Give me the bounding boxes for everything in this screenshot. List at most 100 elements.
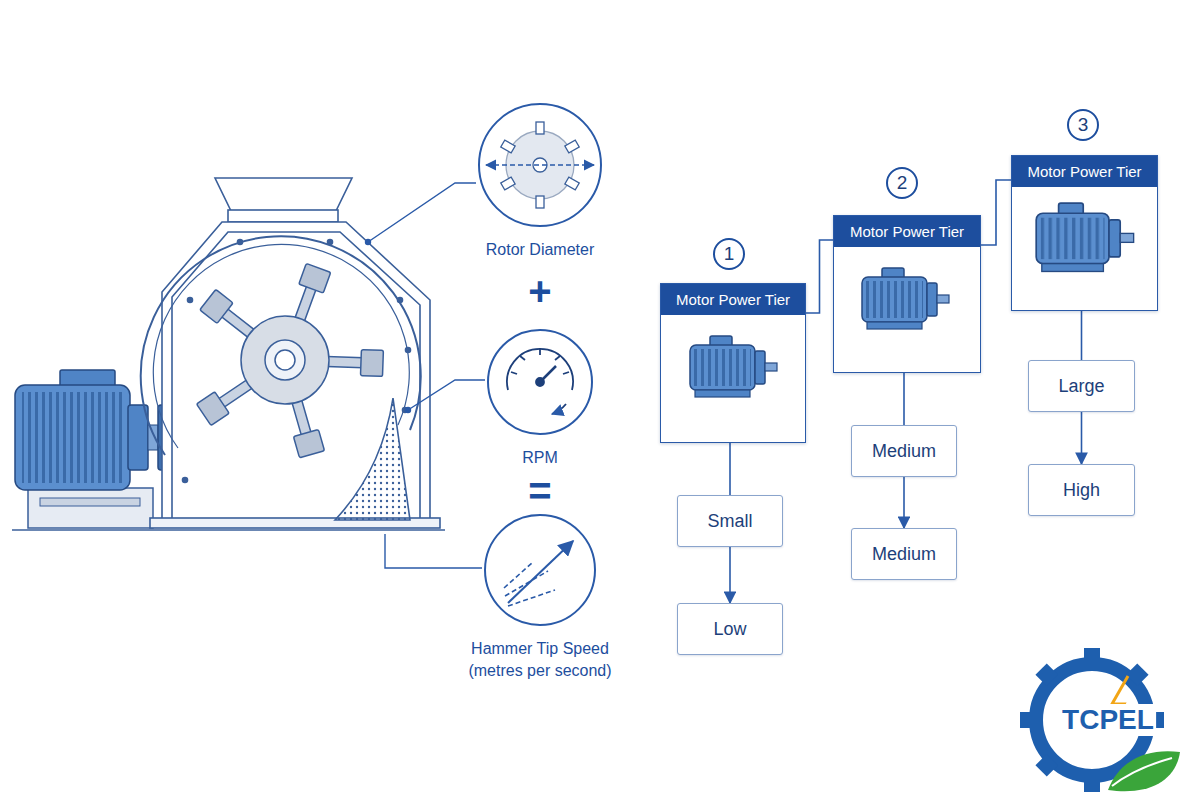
drive-motor-part xyxy=(15,385,130,490)
logo-text: TCPEL xyxy=(1060,704,1156,736)
callout-label: Hammer Tip Speed (metres per second) xyxy=(445,638,635,681)
circle-outline xyxy=(484,514,596,626)
callout-number: 2 xyxy=(886,167,918,199)
mill-housing-part xyxy=(328,240,333,245)
rpm-gauge-icon-part xyxy=(563,372,569,374)
operator-sign: = xyxy=(528,471,551,511)
rotor-part xyxy=(275,350,295,370)
callout-number: 1 xyxy=(713,238,745,270)
drive-motor-part xyxy=(40,498,140,506)
mill-floor-part xyxy=(12,529,445,531)
rotor-diameter-icon-part xyxy=(506,131,574,199)
tip-speed-icon-part xyxy=(504,562,533,588)
rotor-diameter-icon-part xyxy=(565,140,579,153)
mill-housing xyxy=(141,178,440,528)
connector xyxy=(1081,412,1083,464)
rpm-gauge-icon-part xyxy=(511,372,517,374)
rpm-gauge-icon-part xyxy=(539,349,541,355)
motor-power-tier-box: Motor Power Tier xyxy=(833,215,981,373)
company-logo-gear-part xyxy=(1084,648,1100,664)
connector xyxy=(903,477,905,528)
company-logo-gear-part xyxy=(1112,758,1172,786)
mill-housing-part xyxy=(398,298,403,303)
rotor-diameter-icon-part xyxy=(486,164,594,166)
tier-heading: Motor Power Tier xyxy=(661,284,805,315)
value-text: Large xyxy=(1054,372,1108,401)
operator-sign: + xyxy=(528,271,551,311)
company-logo-gear-part xyxy=(1108,751,1180,791)
rotor-diameter-icon-part xyxy=(565,177,579,190)
rotor-diameter-icon-part xyxy=(536,122,544,134)
rotor-diameter-icon xyxy=(486,122,594,208)
mill-housing-part xyxy=(162,222,430,525)
value-box: High xyxy=(1028,464,1135,516)
rotor-part-part xyxy=(196,392,229,426)
mill-housing-part xyxy=(406,348,411,353)
tier-heading: Motor Power Tier xyxy=(834,216,980,247)
rotor-part-part xyxy=(299,263,331,293)
company-logo-gear xyxy=(1020,648,1180,792)
value-text: Medium xyxy=(868,540,940,569)
callout-circle: RPM xyxy=(445,329,635,469)
mill-housing-part xyxy=(335,398,410,520)
motor-power-tier-box: Motor Power Tier xyxy=(660,283,806,443)
rotor-part-part xyxy=(361,350,384,377)
rotor-diameter-icon-part xyxy=(536,196,544,208)
company-logo-gear-part xyxy=(1035,663,1058,686)
company-logo-gear-part xyxy=(1020,712,1036,728)
drive-motor-part xyxy=(128,405,148,470)
tip-speed-icon xyxy=(504,541,573,606)
value-box: Large xyxy=(1028,360,1135,412)
motor-icons-part xyxy=(862,268,949,329)
mill-floor xyxy=(12,530,445,531)
tip-speed-icon-part xyxy=(508,590,555,606)
rotor-diameter-icon-part xyxy=(501,177,515,190)
connector xyxy=(1081,311,1083,360)
mill-housing-part xyxy=(153,244,409,448)
rotor-part xyxy=(265,340,305,380)
tier-heading: Motor Power Tier xyxy=(1012,156,1157,187)
connector xyxy=(729,547,731,603)
drive-motor-part xyxy=(22,392,122,483)
rotor-diameter-icon-part xyxy=(501,140,515,153)
value-box: Medium xyxy=(851,425,957,477)
rpm-gauge-icon-part xyxy=(520,356,525,360)
connector xyxy=(903,373,905,425)
tip-speed-icon-part xyxy=(508,541,573,603)
rpm-gauge-icon-part xyxy=(536,378,544,386)
drive-motor-part xyxy=(28,488,153,528)
mill-housing-part xyxy=(183,478,188,483)
callout-circle: Rotor Diameter xyxy=(445,103,635,261)
mill-housing-part xyxy=(238,240,243,245)
value-text: Low xyxy=(709,615,750,644)
motor-icons-part xyxy=(1036,203,1133,271)
connector xyxy=(729,443,731,495)
rotor-part xyxy=(241,316,329,404)
callout-label: RPM xyxy=(519,447,561,469)
connector xyxy=(806,240,833,313)
company-logo-gear-part xyxy=(1035,754,1058,777)
value-box: Small xyxy=(677,495,783,547)
value-text: Small xyxy=(703,507,756,536)
leader-lines-part xyxy=(366,240,371,245)
rotor-part-part xyxy=(293,429,324,457)
rpm-gauge-icon-part xyxy=(507,349,573,390)
company-logo-gear-part xyxy=(1084,776,1100,792)
leader-lines-part xyxy=(368,183,476,242)
circle-outline xyxy=(478,103,602,227)
company-logo-gear-part xyxy=(1126,663,1149,686)
callout-number: 3 xyxy=(1067,109,1099,141)
leader-lines-part xyxy=(408,380,485,410)
rotor xyxy=(196,263,383,457)
tip-speed-icon-part xyxy=(505,571,548,596)
motor-icons-part xyxy=(690,336,777,397)
callout-label: Rotor Diameter xyxy=(483,239,597,261)
motor-power-tier-box: Motor Power Tier xyxy=(1011,155,1158,311)
leader-lines-part xyxy=(406,408,411,413)
value-text: Medium xyxy=(868,437,940,466)
value-box: Medium xyxy=(851,528,957,580)
mill-housing-part xyxy=(141,236,421,455)
mill-housing-part xyxy=(188,298,193,303)
circle-outline xyxy=(487,329,593,435)
